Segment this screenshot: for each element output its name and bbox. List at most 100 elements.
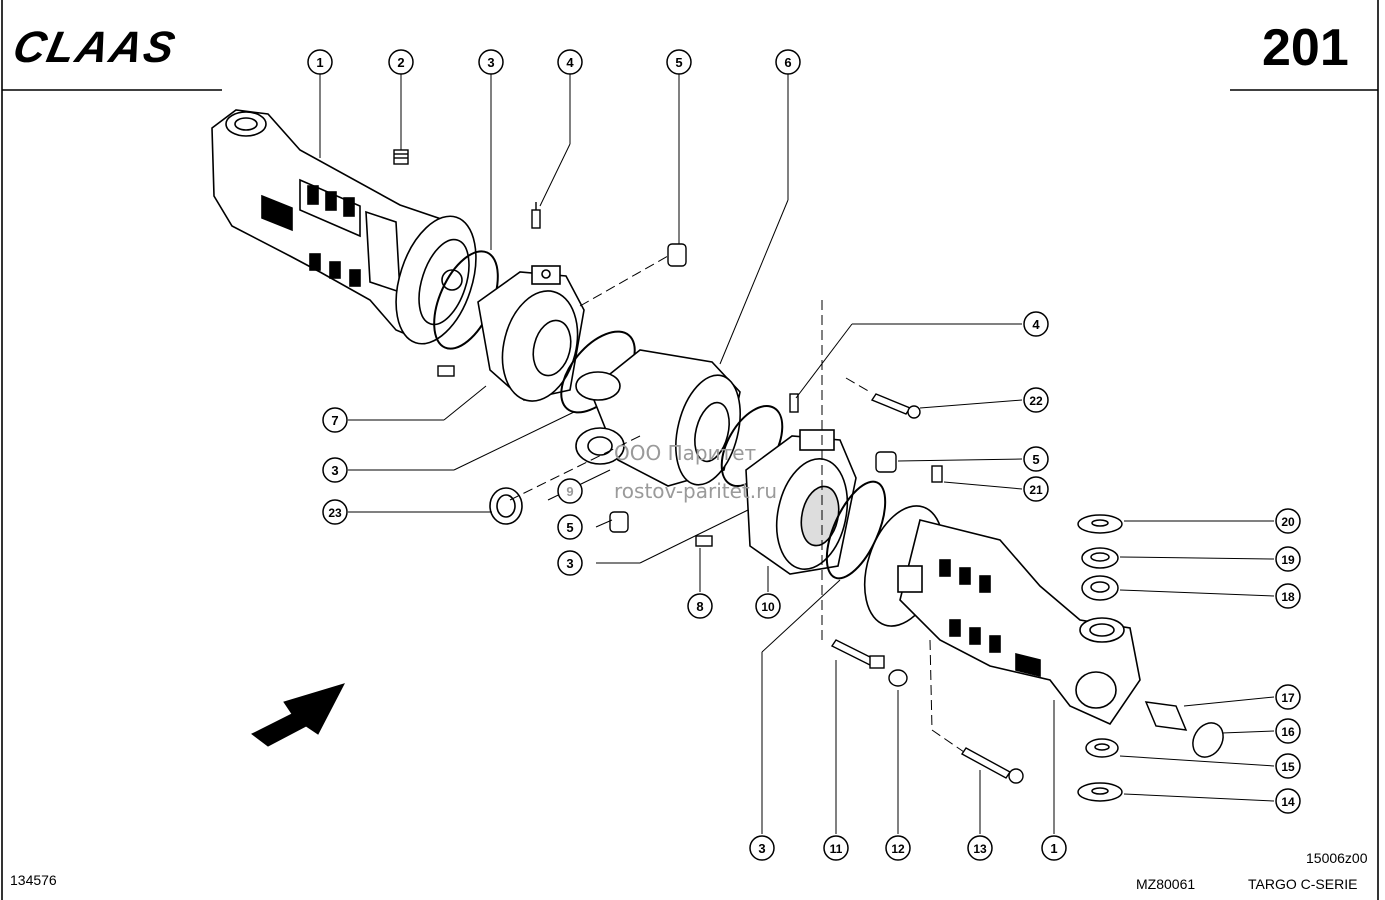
callout-label: 4 [566, 55, 574, 70]
plug-part-5-right [875, 451, 897, 473]
callout-circle [1023, 311, 1049, 337]
callout-label: 9 [566, 484, 573, 499]
seal-part-23 [489, 487, 523, 525]
callout-circle [1275, 753, 1301, 779]
callout-17: 17 [1275, 684, 1301, 710]
callout-5: 5 [666, 49, 692, 75]
callout-8: 8 [687, 593, 713, 619]
callout-circle [1275, 788, 1301, 814]
bolt-part-13 [960, 747, 1024, 784]
callout-circle [823, 835, 849, 861]
direction-arrow-icon [251, 683, 345, 747]
callout-label: 8 [696, 599, 703, 614]
callout-19: 19 [1275, 546, 1301, 572]
callout-label: 3 [758, 841, 765, 856]
callout-circle [557, 49, 583, 75]
callout-3: 3 [322, 457, 348, 483]
document-number: 134576 [10, 872, 57, 888]
callout-circle [1023, 387, 1049, 413]
callout-circle [388, 49, 414, 75]
callout-label: 12 [891, 842, 905, 856]
callout-16: 16 [1275, 718, 1301, 744]
callout-circle [557, 550, 583, 576]
callout-label: 22 [1029, 394, 1043, 408]
callout-label: 11 [830, 842, 843, 856]
callout-label: 23 [328, 506, 342, 520]
callout-label: 21 [1029, 483, 1043, 497]
callout-circle [557, 478, 583, 504]
callout-circle [687, 593, 713, 619]
drawing-code: MZ80061 [1136, 876, 1196, 892]
plug-part-5-lower [609, 511, 629, 533]
callout-1: 1 [307, 49, 333, 75]
callout-4: 4 [1023, 311, 1049, 337]
callout-1: 1 [1041, 835, 1067, 861]
callout-11: 11 [823, 835, 849, 861]
callout-7: 7 [322, 407, 348, 433]
drawing-id: 15006z00 [1306, 850, 1368, 866]
callout-label: 18 [1281, 590, 1295, 604]
callout-circle [322, 499, 348, 525]
callout-10: 10 [755, 593, 781, 619]
watermark-line-1: ООО Паритет [614, 441, 757, 465]
callout-12: 12 [885, 835, 911, 861]
callout-circle [1275, 718, 1301, 744]
callout-circle [1023, 476, 1049, 502]
callout-circle [478, 49, 504, 75]
watermark-line-2: rostov-paritet.ru [614, 479, 778, 503]
callout-21: 21 [1023, 476, 1049, 502]
callout-circle [1275, 684, 1301, 710]
callout-label: 5 [1032, 452, 1039, 467]
callout-label: 3 [331, 463, 338, 478]
centerline-dashes [509, 255, 965, 753]
callout-15: 15 [1275, 753, 1301, 779]
series-label: TARGO C-SERIE [1248, 876, 1358, 892]
callout-20: 20 [1275, 508, 1301, 534]
callout-3: 3 [478, 49, 504, 75]
nipple-part-21 [931, 465, 943, 483]
callout-2: 2 [388, 49, 414, 75]
callout-6: 6 [775, 49, 801, 75]
callout-label: 5 [675, 55, 682, 70]
bushing-part-17 [1144, 701, 1188, 731]
callout-circle [1041, 835, 1067, 861]
callout-label: 19 [1281, 553, 1295, 567]
callout-label: 20 [1281, 515, 1295, 529]
callout-label: 3 [487, 55, 494, 70]
callout-circle [967, 835, 993, 861]
bearing-part-19 [1081, 547, 1119, 569]
callout-circle [885, 835, 911, 861]
grease-nipple-4-lower [789, 393, 799, 413]
callout-circle [322, 407, 348, 433]
callout-circle [307, 49, 333, 75]
callout-5: 5 [1023, 446, 1049, 472]
callout-4: 4 [557, 49, 583, 75]
callout-label: 13 [973, 842, 987, 856]
callout-circle [557, 514, 583, 540]
nut-part-12 [888, 669, 908, 687]
callout-circle [775, 49, 801, 75]
plug-part-5-upper [667, 243, 687, 267]
callout-23: 23 [322, 499, 348, 525]
callout-18: 18 [1275, 583, 1301, 609]
bolt-part-7 [437, 365, 455, 377]
page-number: 201 [1262, 19, 1349, 77]
callout-circle [1275, 583, 1301, 609]
bolt-part-8 [695, 535, 713, 547]
callout-13: 13 [967, 835, 993, 861]
washer-part-14 [1077, 782, 1123, 802]
callout-circle [749, 835, 775, 861]
callout-14: 14 [1275, 788, 1301, 814]
bearing-part-15 [1085, 738, 1119, 758]
bolt-part-22 [870, 393, 921, 419]
callout-label: 4 [1032, 317, 1040, 332]
bolt-part-11 [830, 639, 885, 669]
callout-label: 16 [1281, 725, 1295, 739]
callout-label: 14 [1281, 795, 1295, 809]
leader-lines [319, 74, 1275, 834]
hub-carrier-upper [477, 265, 585, 402]
